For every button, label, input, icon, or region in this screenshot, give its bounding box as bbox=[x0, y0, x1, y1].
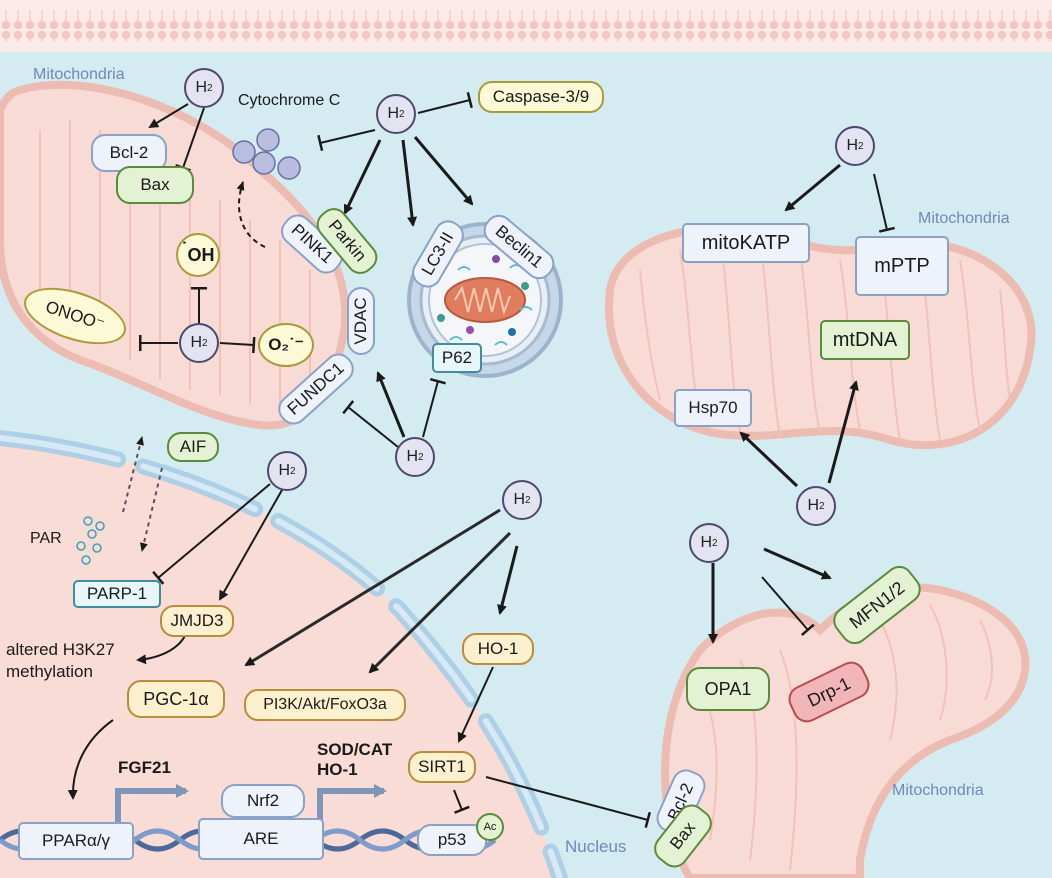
ho1-to-sirt1-arrow bbox=[457, 666, 494, 743]
pgc1a-to-ppar-arrow bbox=[67, 719, 114, 800]
ho1-node: HO-1 bbox=[462, 633, 534, 665]
mitochondria-label-top-left: Mitochondria bbox=[33, 66, 125, 83]
h2-to-ho1-arrow bbox=[497, 545, 519, 615]
ppar-activation-arrow bbox=[115, 784, 189, 822]
h2-inhibits-parp1 bbox=[152, 483, 271, 585]
superoxide-node: O₂˙⁻ bbox=[258, 323, 314, 367]
h2-to-vdac-arrow bbox=[376, 371, 406, 438]
hsp70-node: Hsp70 bbox=[674, 389, 752, 427]
h2-inhibits-cytochrome-c bbox=[317, 129, 376, 152]
fgf21-label: FGF21 bbox=[118, 758, 171, 777]
h2-to-hsp70-arrow bbox=[739, 431, 799, 488]
parp1-node: PARP-1 bbox=[73, 580, 161, 608]
mtdna-node: mtDNA bbox=[820, 320, 910, 360]
h2-inhibits-drp1 bbox=[761, 576, 815, 636]
h2-to-mfn-arrow bbox=[763, 547, 832, 580]
cytochrome-c-label: Cytochrome C bbox=[238, 92, 341, 109]
caspase-node: Caspase-3/9 bbox=[478, 81, 604, 113]
opa1-node: OPA1 bbox=[686, 667, 770, 711]
sirt1-inhibits-bcl2-bax bbox=[485, 776, 652, 828]
h2-inhibits-o2 bbox=[219, 336, 256, 354]
sirt1-inhibits-p53 bbox=[453, 789, 470, 814]
h2-to-mtdna-arrow bbox=[827, 380, 859, 484]
h2-to-parkin-arrow bbox=[343, 139, 382, 215]
cytochrome-c-molecules bbox=[232, 128, 301, 180]
jmjd3-node: JMJD3 bbox=[160, 605, 234, 637]
par-to-aif-dashed bbox=[122, 436, 144, 513]
ho1-gene-label: HO-1 bbox=[317, 760, 358, 779]
mitochondria-label-right-top: Mitochondria bbox=[918, 210, 1010, 227]
p53-node: p53 bbox=[417, 824, 487, 856]
h2-to-bcl2-arrow bbox=[148, 103, 189, 129]
sod-cat-label: SOD/CAT bbox=[317, 740, 393, 759]
are-activation-arrow bbox=[317, 784, 387, 822]
acetyl-group-node: Ac bbox=[476, 813, 504, 841]
par-label: PAR bbox=[30, 530, 62, 547]
bcl2-node-top: Bcl-2 bbox=[91, 134, 167, 172]
h2-inhibits-fundc1 bbox=[342, 400, 399, 448]
pi3k-akt-foxo3a-node: PI3K/Akt/FoxO3a bbox=[244, 689, 406, 721]
mitochondria-label-right-bottom: Mitochondria bbox=[892, 782, 984, 799]
h2-to-pgc1a-arrow bbox=[244, 508, 501, 667]
h2-to-pi3k-arrow bbox=[368, 531, 512, 674]
h2-to-lc3-arrow bbox=[401, 139, 418, 227]
h2-inhibits-caspase bbox=[417, 91, 473, 114]
h2-inhibits-p62 bbox=[422, 377, 446, 438]
par-polymer bbox=[76, 516, 105, 565]
sirt1-node: SIRT1 bbox=[408, 751, 476, 783]
nrf2-node: Nrf2 bbox=[221, 784, 305, 818]
bax-node-top: Bax bbox=[116, 166, 194, 204]
vdac-node: VDAC bbox=[347, 287, 375, 355]
p62-node: P62 bbox=[432, 343, 482, 373]
aif-nuclear-translocation-dashed bbox=[139, 467, 163, 552]
h2-to-jmjd3-arrow bbox=[219, 489, 283, 601]
cytochrome-release-dashed bbox=[236, 181, 266, 248]
mitokatp-node: mitoKATP bbox=[682, 223, 810, 263]
hydroxyl-radical-node: ˙OH bbox=[176, 233, 220, 277]
altered-methylation-label-line2: methylation bbox=[6, 662, 93, 681]
aif-node: AIF bbox=[167, 432, 219, 462]
are-node: ARE bbox=[198, 818, 324, 860]
h2-to-beclin1-arrow bbox=[413, 136, 474, 206]
h2-to-mitokatp-arrow bbox=[784, 163, 841, 212]
pgc1a-node: PGC-1α bbox=[127, 680, 225, 718]
ppar-node: PPARα/γ bbox=[18, 822, 134, 860]
altered-methylation-label-line1: altered H3K27 bbox=[6, 640, 115, 659]
mptp-node: mPTP bbox=[855, 236, 949, 296]
h2-inhibits-mptp bbox=[873, 173, 896, 233]
h2-inhibits-bax bbox=[175, 107, 205, 172]
nucleus-label: Nucleus bbox=[565, 837, 627, 856]
